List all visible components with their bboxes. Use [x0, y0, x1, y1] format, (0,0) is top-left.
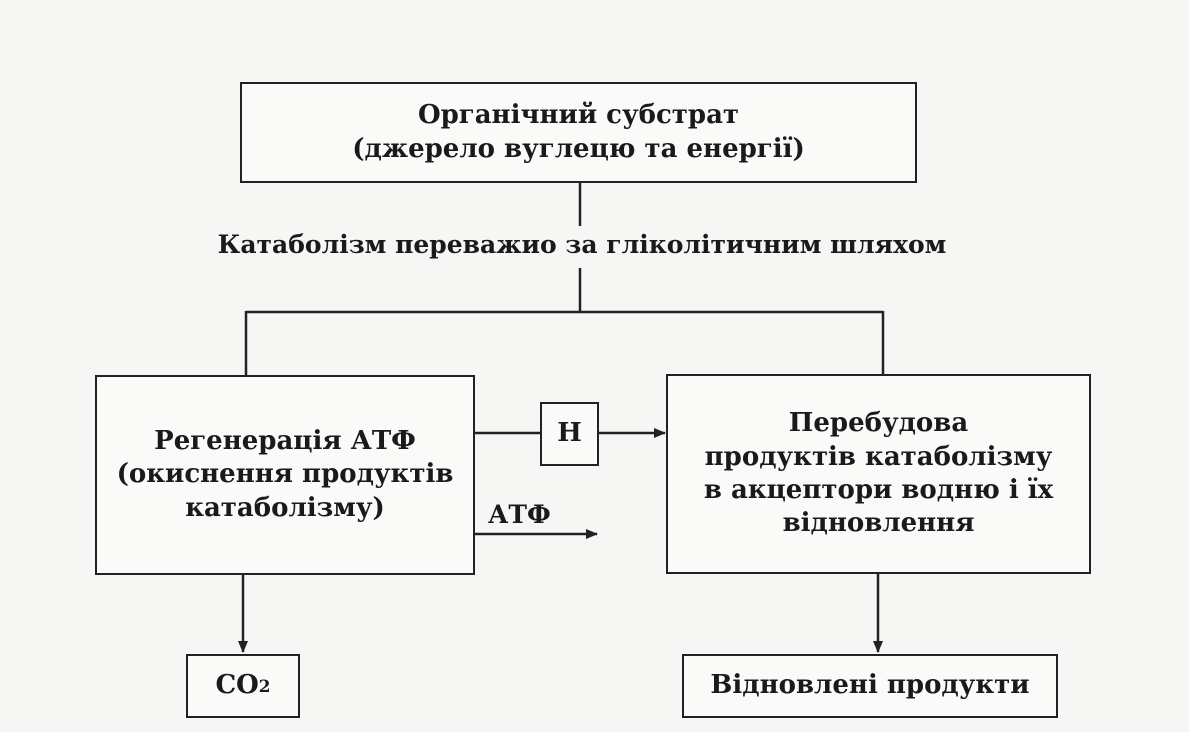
reduced-products-box: Відновлені продукти [682, 654, 1058, 718]
rebuild-box: Перебудова продуктів катаболізму в акцеп… [666, 374, 1091, 574]
substrate-box: Органічний субстрат (джерело вуглецю та … [240, 82, 917, 183]
regeneration-line3: катаболізму) [185, 492, 385, 523]
substrate-line2: (джерело вуглецю та енергії) [352, 133, 805, 164]
rebuild-line1: Перебудова [788, 408, 969, 439]
regeneration-line2: (окиснення продуктів [116, 459, 454, 490]
hydrogen-label: Н [557, 418, 582, 449]
co2-text: СО [215, 670, 259, 701]
rebuild-line3: в акцептори водню і їх [703, 475, 1054, 505]
rebuild-line4: відновлення [782, 508, 975, 539]
reduced-products-label: Відновлені продукти [710, 670, 1030, 701]
atp-label: АТФ [488, 500, 551, 529]
regeneration-box: Регенерація АТФ (окиснення продуктів кат… [95, 375, 475, 575]
rebuild-line2: продуктів катаболізму [704, 441, 1053, 472]
hydrogen-box: Н [540, 402, 599, 466]
catabolism-label: Катаболізм переважио за гліколітичним шл… [217, 230, 947, 259]
regeneration-line1: Регенерація АТФ [154, 426, 416, 457]
substrate-line1: Органічний субстрат [417, 100, 740, 131]
